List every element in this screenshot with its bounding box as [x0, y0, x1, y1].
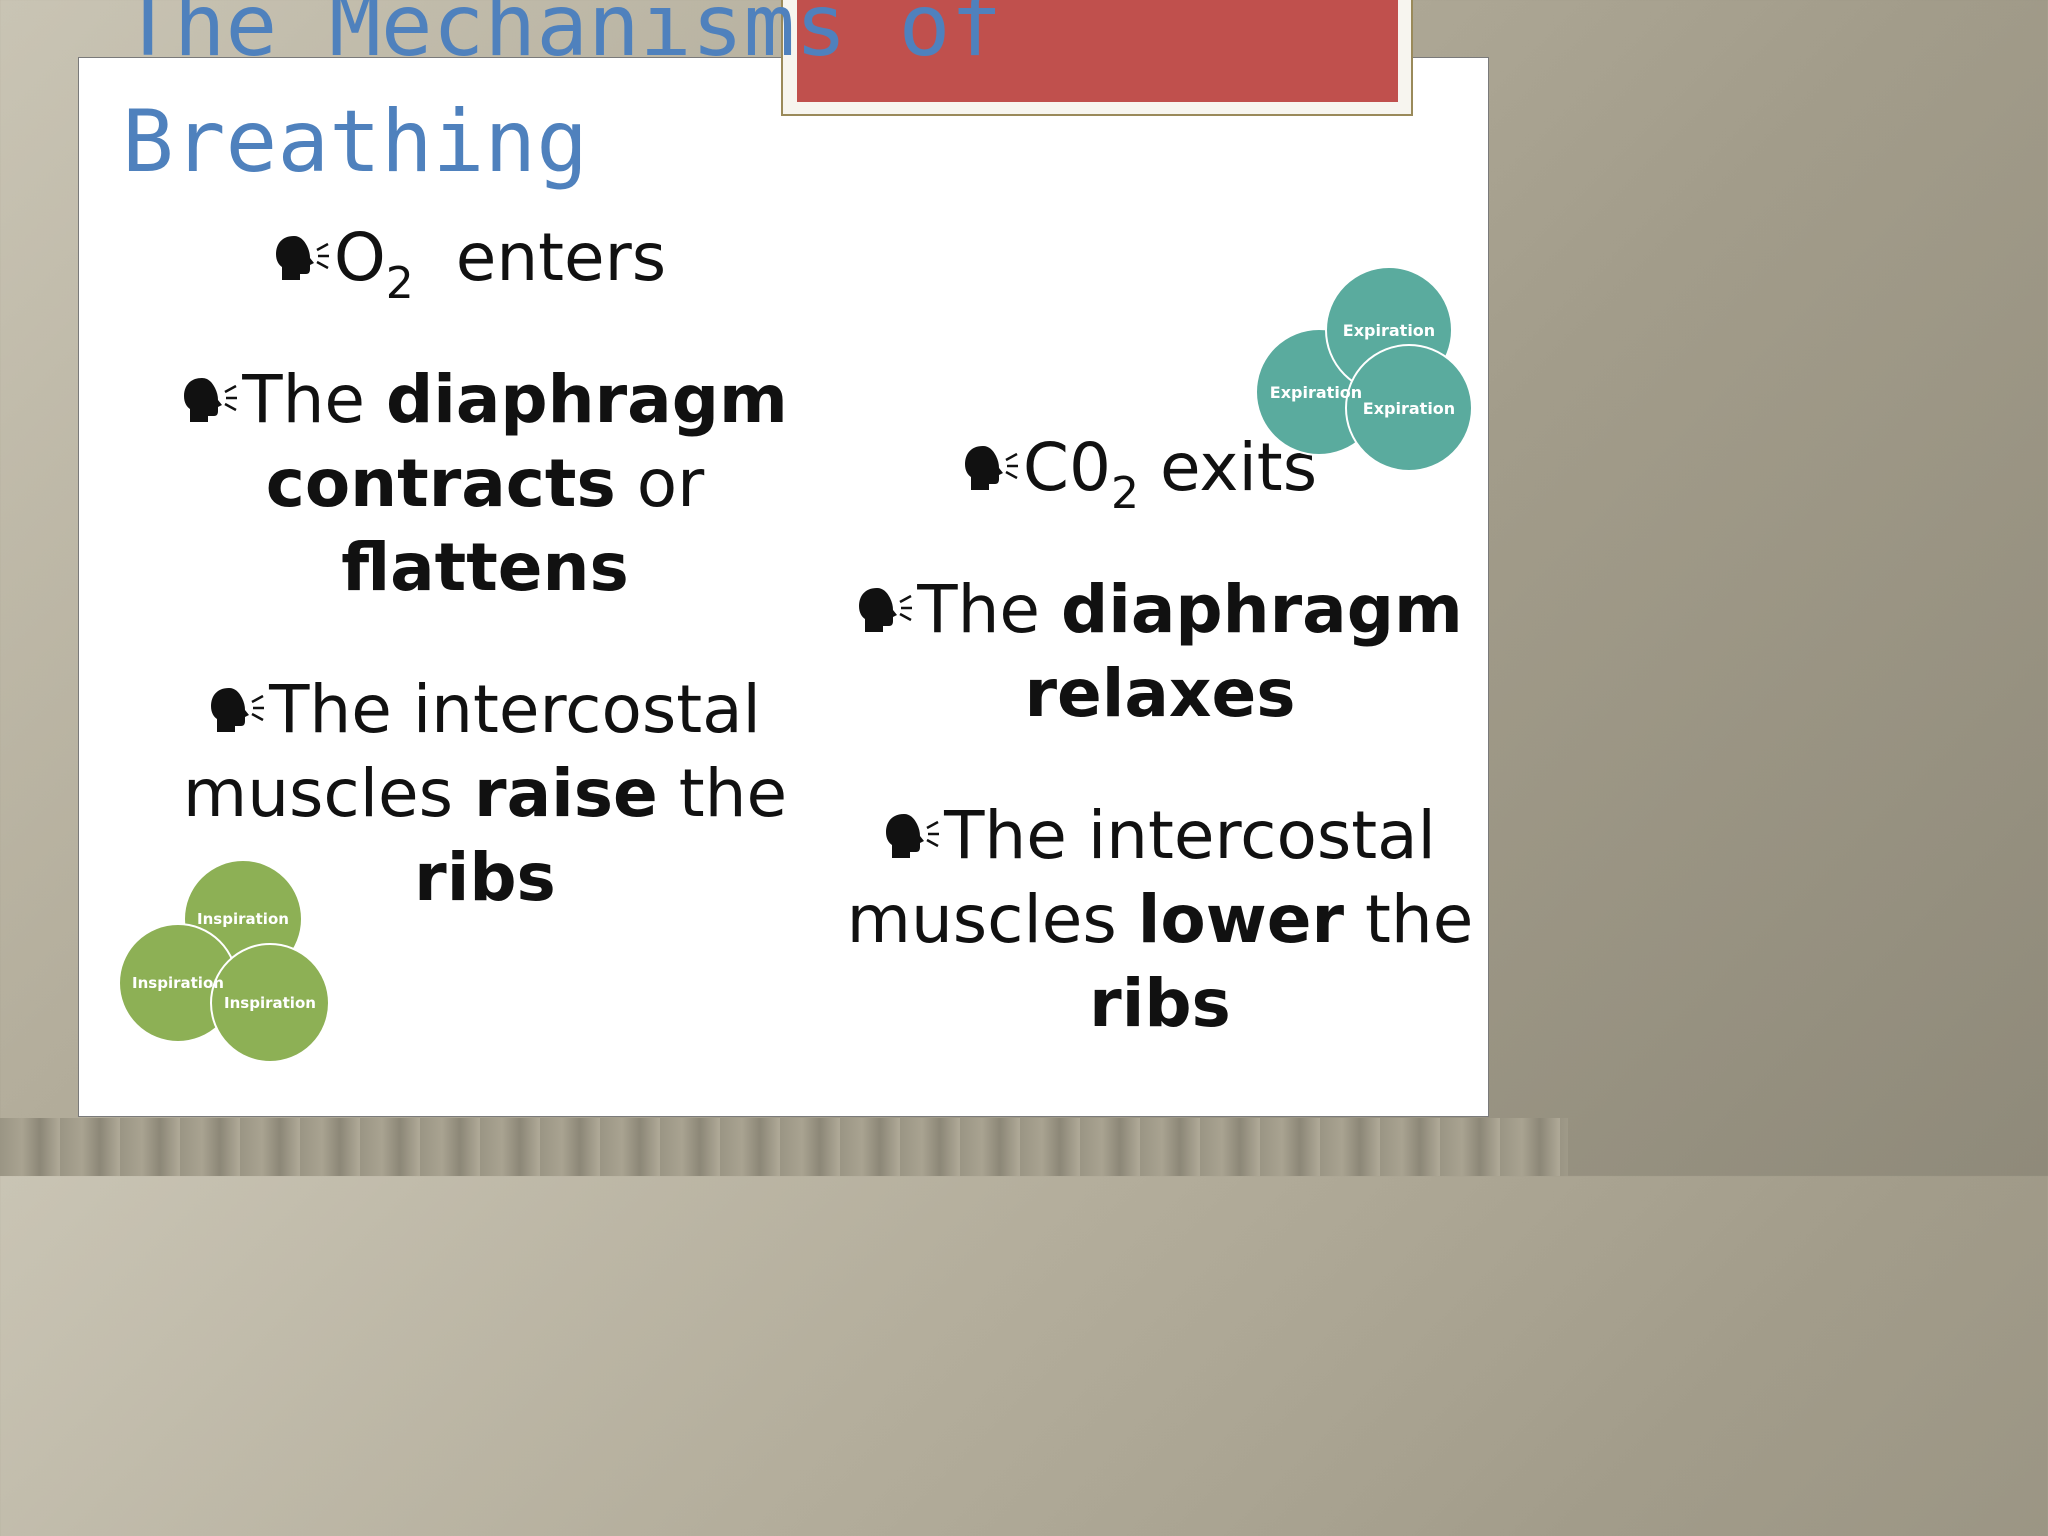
subscript: 2 [385, 258, 414, 309]
bullet-text: The intercostal muscles [846, 797, 1436, 958]
expiration-bullet-2: The diaphragm relaxes [820, 568, 1500, 736]
speaking-head-icon [857, 582, 913, 638]
speaking-head-icon [884, 808, 940, 864]
inspiration-circle [210, 943, 330, 1063]
bullet-text: the [657, 755, 788, 832]
bullet-text: The [242, 361, 386, 438]
inspiration-bullet-2: The diaphragm contracts or flattens [150, 358, 820, 610]
bullet-text: O [333, 219, 386, 296]
speaking-head-icon [182, 372, 238, 428]
inspiration-circles: Inspiration Inspiration Inspiration [118, 859, 330, 1063]
circle-label: Inspiration [132, 974, 224, 992]
bullet-text: The intercostal muscles [182, 671, 761, 832]
bullet-bold: lower [1137, 881, 1345, 958]
speaking-head-icon [963, 440, 1019, 496]
circle-label: Expiration [1270, 383, 1362, 402]
bullet-bold: flattens [341, 529, 629, 606]
bullet-bold: diaphragm relaxes [1024, 571, 1463, 732]
circle-label: Inspiration [197, 910, 289, 928]
speaking-head-icon [274, 230, 330, 286]
speaking-head-icon [209, 682, 265, 738]
background-stripes [0, 1118, 1568, 1176]
expiration-circles: Expiration Expiration Expiration [1255, 266, 1473, 472]
expiration-bullet-1: C02 exits [930, 426, 1350, 536]
bullet-text: The [917, 571, 1061, 648]
bullet-bold: diaphragm contracts [265, 361, 788, 522]
expiration-bullet-3: The intercostal muscles lower the ribs [820, 794, 1500, 1046]
bullet-bold: ribs [1089, 965, 1231, 1042]
circle-label: Expiration [1343, 321, 1435, 340]
bullet-text: the [1344, 881, 1474, 958]
accent-bar [797, 0, 1398, 102]
subscript: 2 [1110, 468, 1139, 519]
inspiration-bullet-1: O2 enters [230, 216, 710, 326]
bullet-text: enters [455, 219, 667, 296]
bullet-text: C0 [1022, 429, 1111, 506]
circle-label: Inspiration [224, 994, 316, 1012]
slide-title: The Mechanisms of Breathing [122, 0, 1003, 192]
inspiration-bullet-3: The intercostal muscles raise the ribs [150, 668, 820, 920]
circle-label: Expiration [1363, 399, 1455, 418]
expiration-circle [1345, 344, 1473, 472]
slide-card [78, 57, 1489, 1117]
bullet-bold: raise [474, 755, 658, 832]
bullet-bold: ribs [414, 839, 556, 916]
bullet-text: or [615, 445, 705, 522]
